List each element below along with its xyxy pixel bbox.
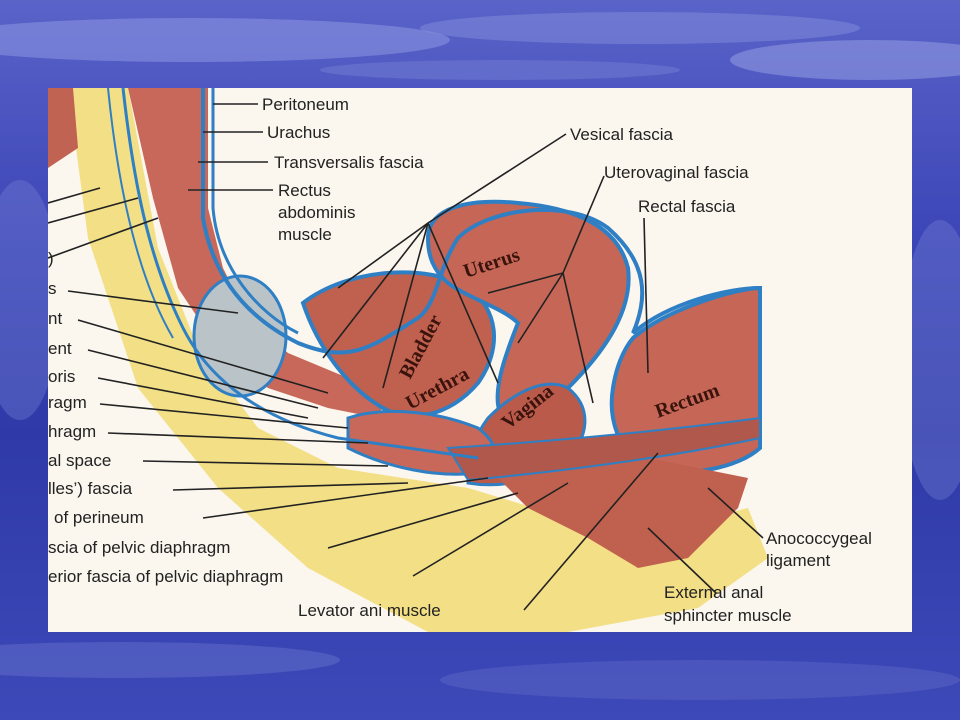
label-peritoneum: Peritoneum [262,95,349,114]
peritoneum-line [201,88,761,355]
label-left-10: of perineum [54,508,144,527]
label-left-2: s [48,279,57,298]
rectus-abdominis-muscle-shape [128,88,388,418]
bladder-shape [300,270,496,418]
leader-lines [48,103,764,611]
label-left-1: ) [48,249,54,268]
label-left-5: oris [48,367,75,386]
label-rectal-fascia: Rectal fascia [638,197,736,216]
fascia-wall-line [121,88,479,460]
label-left-3: nt [48,309,62,328]
label-left-4: ent [48,339,72,358]
pelvis-diagram: Uterus Bladder Urethra Vagina Rectum Per… [48,88,872,632]
label-urachus: Urachus [267,123,330,142]
left-edge-muscle [48,88,78,168]
anatomy-figure: Uterus Bladder Urethra Vagina Rectum Per… [48,88,912,632]
label-rectus-line1: Rectus [278,181,331,200]
label-left-6: ragm [48,393,87,412]
label-uterovaginal-fascia: Uterovaginal fascia [604,163,749,182]
label-external-anal-line1: External anal [664,583,763,602]
label-rectus-line3: muscle [278,225,332,244]
label-left-12: erior fascia of pelvic diaphragm [48,567,283,586]
label-anococcygeal-line2: ligament [766,551,831,570]
label-rectus-line2: abdominis [278,203,356,222]
transversalis-line [211,88,299,335]
levator-ani-shape [446,416,761,482]
label-left-7: hragm [48,422,96,441]
label-left-11: scia of pelvic diaphragm [48,538,230,557]
anal-sphincter-shape [488,458,748,568]
label-left-9: lles’) fascia [48,479,133,498]
label-external-anal-line2: sphincter muscle [664,606,792,625]
label-left-8: al space [48,451,111,470]
pubic-bone [192,274,288,398]
label-transversalis-fascia: Transversalis fascia [274,153,424,172]
label-vesical-fascia: Vesical fascia [570,125,674,144]
label-anococcygeal-line1: Anococcygeal [766,529,872,548]
label-levator-ani: Levator ani muscle [298,601,441,620]
subcutaneous-fat [68,88,768,632]
